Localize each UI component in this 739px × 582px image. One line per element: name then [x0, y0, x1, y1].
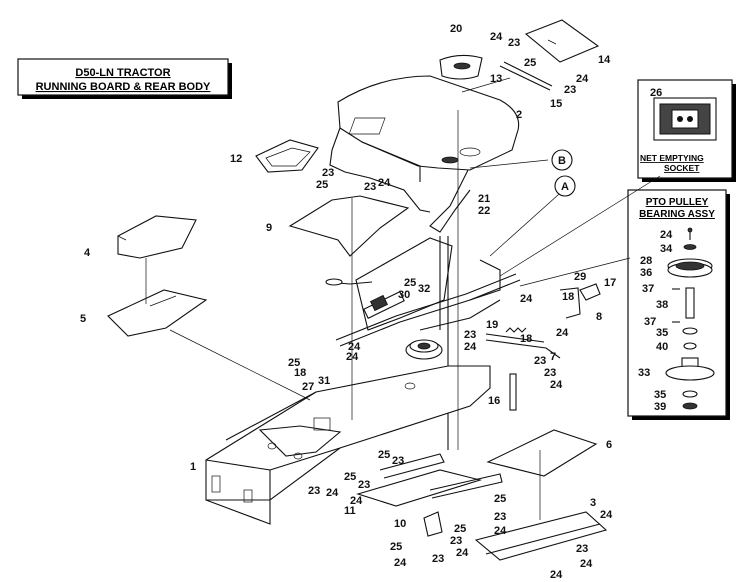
socket-label-line-2: SOCKET [664, 163, 700, 173]
callout-label: 24 [660, 229, 673, 241]
main-assembly [107, 19, 661, 561]
callout-label: 19 [486, 319, 498, 331]
callout-label: 4 [84, 247, 91, 259]
callout-label: 24 [550, 379, 563, 391]
callout-label: 36 [640, 267, 652, 279]
callout-label: 23 [358, 479, 370, 491]
callout-label: 12 [230, 153, 242, 165]
callout-label: 37 [644, 316, 656, 328]
callout-label: 23 [534, 355, 546, 367]
callout-label: 23 [322, 167, 334, 179]
callout-label: 30 [398, 289, 410, 301]
callout-label: 40 [656, 341, 668, 353]
inset-pto-pulley: PTO PULLEY BEARING ASSY [627, 189, 730, 420]
callout-label: 24 [556, 327, 569, 339]
callout-label: 21 [478, 193, 490, 205]
callout-label: 24 [346, 351, 359, 363]
callout-label: 23 [432, 553, 444, 565]
callout-label: 26 [650, 87, 662, 99]
callout-label: 24 [580, 558, 593, 570]
callout-label: 35 [654, 389, 666, 401]
callout-label: 5 [80, 313, 86, 325]
callout-label: 25 [404, 277, 416, 289]
callout-label: 24 [550, 569, 563, 581]
callout-label: 37 [642, 283, 654, 295]
callout-label: 31 [318, 375, 330, 387]
callout-label: 24 [378, 177, 391, 189]
callout-label: 25 [390, 541, 402, 553]
callout-label: 24 [520, 293, 533, 305]
callout-label: 3 [590, 497, 596, 509]
callout-label: 35 [656, 327, 668, 339]
callout-label: 18 [520, 333, 532, 345]
callout-label: 24 [350, 495, 363, 507]
callout-label: 23 [450, 535, 462, 547]
callout-label: 27 [302, 381, 314, 393]
circle-marker-a: A [554, 175, 576, 197]
callout-label: 23 [364, 181, 376, 193]
callout-label: 24 [494, 525, 507, 537]
callout-label: 33 [638, 367, 650, 379]
callout-label: 2 [516, 109, 522, 121]
callout-label: 8 [596, 311, 602, 323]
callout-label: 23 [494, 511, 506, 523]
callout-label: 11 [344, 505, 356, 517]
callout-label: 23 [564, 84, 576, 96]
callout-label: 17 [604, 277, 616, 289]
circle-a-label: A [561, 181, 569, 193]
circle-b-label: B [558, 155, 566, 167]
callout-label: 25 [316, 179, 328, 191]
callout-label: 10 [394, 518, 406, 530]
callout-label: 9 [266, 222, 272, 234]
callout-label: 24 [600, 509, 613, 521]
title-box: D50-LN TRACTOR RUNNING BOARD & REAR BODY [17, 58, 232, 99]
callout-label: 24 [394, 557, 407, 569]
callout-label: 18 [294, 367, 306, 379]
title-line-1: D50-LN TRACTOR [75, 67, 170, 79]
callout-label: 23 [544, 367, 556, 379]
callout-label: 15 [550, 98, 562, 110]
callout-label: 18 [562, 291, 574, 303]
callout-label: 24 [326, 487, 339, 499]
callout-label: 25 [494, 493, 506, 505]
callout-label: 25 [378, 449, 390, 461]
callout-label: 25 [524, 57, 536, 69]
callout-label: 28 [640, 255, 652, 267]
callout-label: 13 [490, 73, 502, 85]
callout-label: 32 [418, 283, 430, 295]
callout-label: 25 [454, 523, 466, 535]
callout-label: 16 [488, 395, 500, 407]
callout-label: 23 [392, 455, 404, 467]
callout-label: 25 [344, 471, 356, 483]
callout-label: 25 [288, 357, 300, 369]
callout-label: 23 [508, 37, 520, 49]
socket-label-line-1: NET EMPTYING [640, 153, 704, 163]
callout-label: 23 [464, 329, 476, 341]
pto-title-line-2: BEARING ASSY [639, 209, 715, 220]
callout-label: 7 [550, 351, 556, 363]
pto-title-line-1: PTO PULLEY [646, 197, 709, 208]
callout-label: 24 [456, 547, 469, 559]
callout-label: 24 [490, 31, 503, 43]
callout-label: 23 [576, 543, 588, 555]
callout-label: 24 [576, 73, 589, 85]
callout-label: 29 [574, 271, 586, 283]
callout-label: 38 [656, 299, 668, 311]
callout-label: 24 [464, 341, 477, 353]
callout-label: 23 [308, 485, 320, 497]
callout-label: 1 [190, 461, 196, 473]
callouts: 20 24 23 25 14 13 24 23 15 2 12 23 25 23… [80, 23, 673, 581]
circle-marker-b: B [551, 149, 573, 171]
callout-label: 39 [654, 401, 666, 413]
title-line-2: RUNNING BOARD & REAR BODY [36, 81, 211, 93]
callout-label: 20 [450, 23, 462, 35]
callout-label: 6 [606, 439, 612, 451]
inset-net-emptying-socket: NET EMPTYING SOCKET [637, 79, 736, 182]
callout-label: 14 [598, 54, 611, 66]
callout-label: 22 [478, 205, 490, 217]
callout-label: 24 [348, 341, 361, 353]
callout-label: 34 [660, 243, 673, 255]
